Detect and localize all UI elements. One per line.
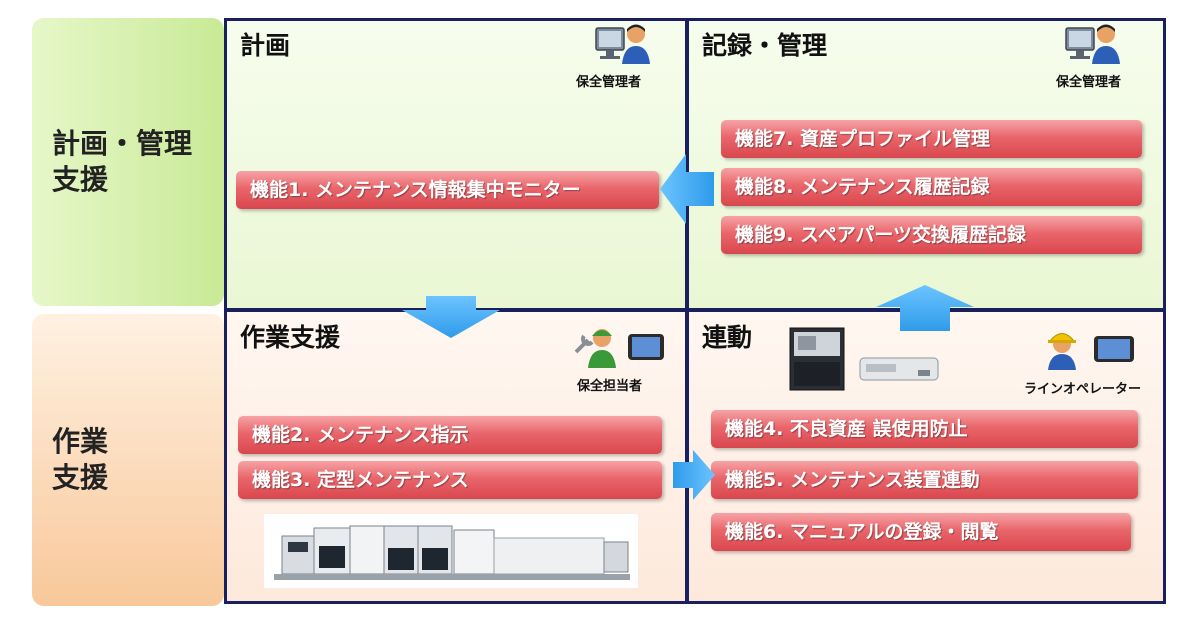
inspection-machine-image: [789, 327, 845, 391]
plan-title: 計画: [240, 31, 291, 60]
arrow-up-icon: [876, 285, 974, 331]
record-quadrant: [689, 21, 1163, 309]
work-title: 作業支援: [240, 323, 341, 352]
feeder-device-image: [859, 357, 939, 381]
arrow-left-icon: [660, 154, 714, 224]
wrench-worker-tablet-icon: [574, 329, 664, 368]
link-role-label: ラインオペレーター: [1024, 382, 1142, 397]
production-line-image: [264, 514, 638, 588]
work-role-label: 保全担当者: [577, 379, 643, 394]
record-role-label: 保全管理者: [1056, 75, 1122, 90]
record-title: 記録・管理: [702, 31, 828, 60]
function-2-box[interactable]: 機能2. メンテナンス指示: [238, 416, 662, 454]
function-7-box[interactable]: 機能7. 資産プロファイル管理: [721, 120, 1142, 158]
function-1-box[interactable]: 機能1. メンテナンス情報集中モニター: [236, 171, 659, 209]
function-8-box[interactable]: 機能8. メンテナンス履歴記録: [721, 168, 1142, 206]
computer-user-icon: [1065, 24, 1120, 64]
link-title: 連動: [702, 323, 753, 352]
arrow-right-icon: [673, 450, 715, 500]
plan-role-label: 保全管理者: [576, 75, 642, 90]
function-6-box[interactable]: 機能6. マニュアルの登録・閲覧: [711, 513, 1131, 551]
function-3-box[interactable]: 機能3. 定型メンテナンス: [238, 461, 662, 499]
work-support-label: 作業 支援: [52, 425, 109, 494]
planning-support-label: 計画・管理 支援: [52, 127, 193, 196]
planning-support-band: [32, 18, 224, 306]
plan-quadrant: [227, 21, 686, 309]
grid-horizontal-divider: [224, 308, 1166, 312]
function-4-box[interactable]: 機能4. 不良資産 誤使用防止: [711, 410, 1138, 448]
function-9-box[interactable]: 機能9. スペアパーツ交換履歴記録: [721, 216, 1142, 254]
function-5-box[interactable]: 機能5. メンテナンス装置連動: [711, 461, 1138, 499]
arrow-down-icon: [402, 296, 500, 338]
work-support-band: [32, 314, 224, 606]
computer-user-icon: [595, 24, 650, 64]
helmet-operator-tablet-icon: [1048, 333, 1134, 370]
